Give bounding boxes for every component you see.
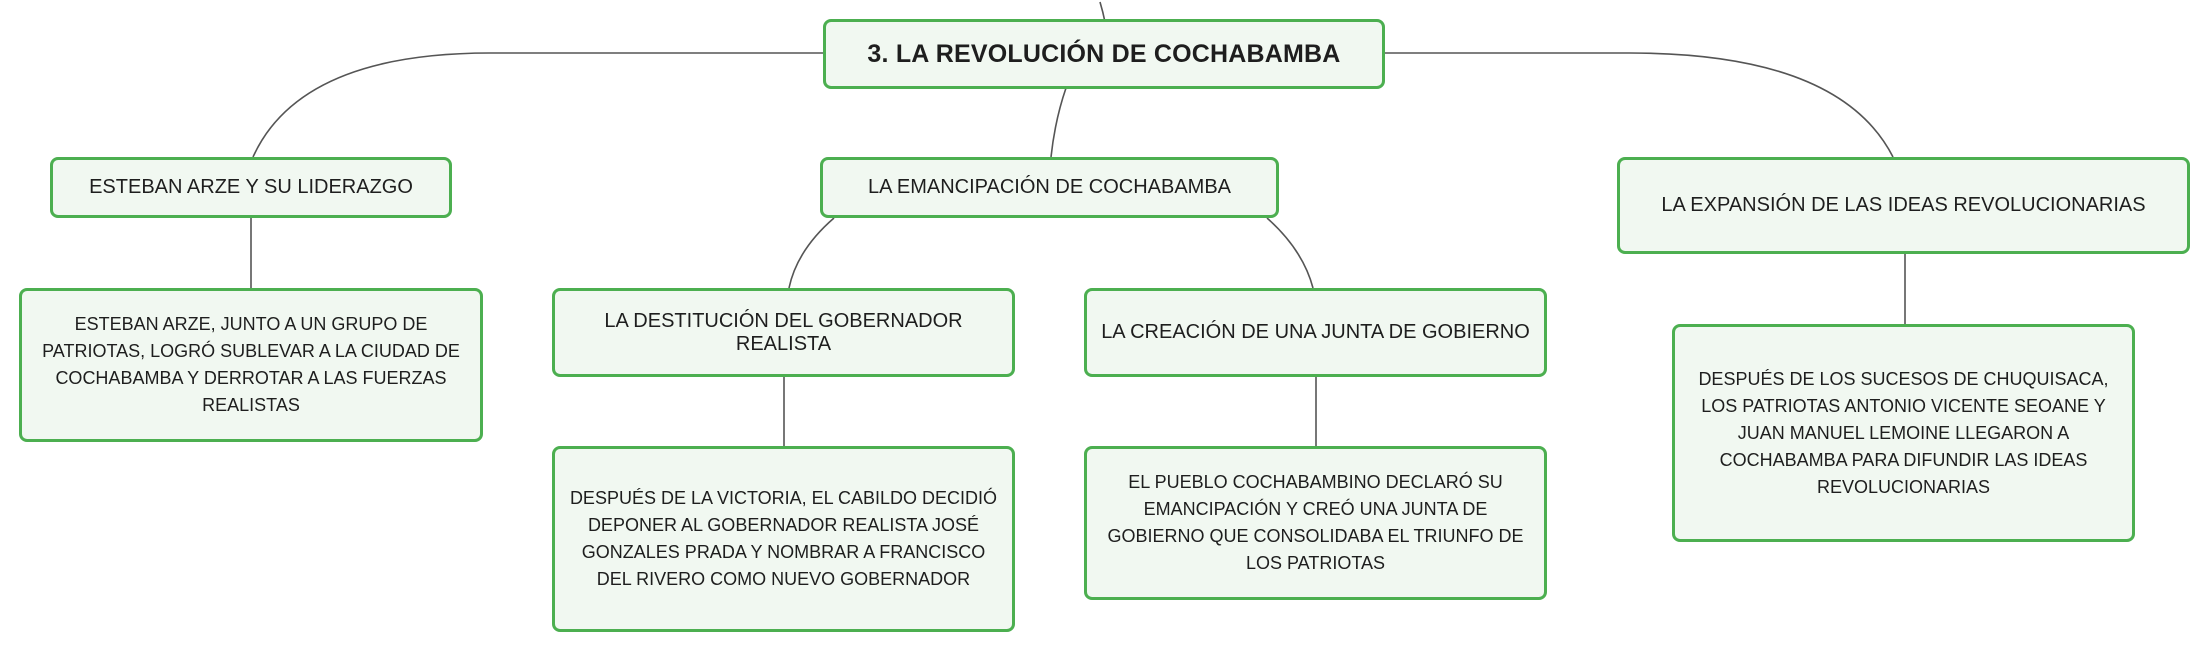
detail-destitucion-gobernador[interactable]: DESPUÉS DE LA VICTORIA, EL CABILDO DECID… (552, 446, 1015, 632)
topic-junta-gobierno[interactable]: LA CREACIÓN DE UNA JUNTA DE GOBIERNO (1084, 288, 1547, 377)
connector-root-to-emancipacion (1050, 87, 1067, 158)
detail-junta-gobierno-text: EL PUEBLO COCHABAMBINO DECLARÓ SU EMANCI… (1107, 472, 1524, 573)
topic-destitucion-gobernador[interactable]: LA DESTITUCIÓN DEL GOBERNADOR REALISTA (552, 288, 1015, 377)
connector-emancipacion-to-destitucion (788, 217, 835, 289)
topic-esteban-arze[interactable]: ESTEBAN ARZE Y SU LIDERAZGO (50, 157, 452, 218)
topic-destitucion-gobernador-label: LA DESTITUCIÓN DEL GOBERNADOR REALISTA (604, 309, 963, 355)
root-topic-label: 3. LA REVOLUCIÓN DE COCHABAMBA (867, 39, 1341, 68)
topic-emancipacion[interactable]: LA EMANCIPACIÓN DE COCHABAMBA (820, 157, 1279, 218)
detail-junta-gobierno[interactable]: EL PUEBLO COCHABAMBINO DECLARÓ SU EMANCI… (1084, 446, 1547, 600)
connector-root-to-expansion (1385, 52, 1894, 158)
detail-expansion-ideas[interactable]: DESPUÉS DE LOS SUCESOS DE CHUQUISACA, LO… (1672, 324, 2135, 542)
root-topic[interactable]: 3. LA REVOLUCIÓN DE COCHABAMBA (823, 19, 1385, 89)
connector-emancipacion-to-junta (1266, 217, 1314, 289)
detail-esteban-arze[interactable]: ESTEBAN ARZE, JUNTO A UN GRUPO DE PATRIO… (19, 288, 483, 442)
topic-esteban-arze-label: ESTEBAN ARZE Y SU LIDERAZGO (89, 176, 413, 198)
connector-root-to-esteban-arze (252, 52, 823, 158)
detail-destitucion-gobernador-text: DESPUÉS DE LA VICTORIA, EL CABILDO DECID… (569, 488, 998, 589)
topic-expansion-ideas-label: LA EXPANSIÓN DE LAS IDEAS REVOLUCIONARIA… (1661, 194, 2146, 216)
topic-expansion-ideas[interactable]: LA EXPANSIÓN DE LAS IDEAS REVOLUCIONARIA… (1617, 157, 2190, 254)
topic-emancipacion-label: LA EMANCIPACIÓN DE COCHABAMBA (867, 176, 1232, 198)
detail-esteban-arze-text: ESTEBAN ARZE, JUNTO A UN GRUPO DE PATRIO… (42, 314, 460, 415)
detail-expansion-ideas-text: DESPUÉS DE LOS SUCESOS DE CHUQUISACA, LO… (1698, 368, 2109, 497)
topic-junta-gobierno-label: LA CREACIÓN DE UNA JUNTA DE GOBIERNO (1101, 321, 1530, 343)
